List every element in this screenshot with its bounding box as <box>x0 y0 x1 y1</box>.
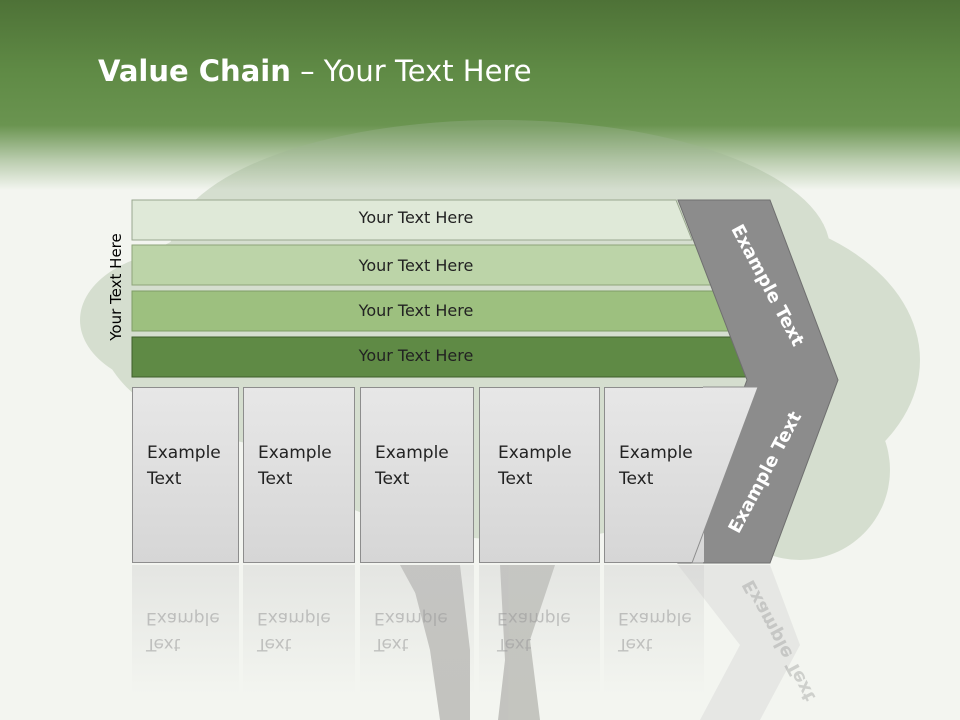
box-5-reflection: Text Example <box>604 565 704 695</box>
box-5-reflection-text: Text Example <box>618 605 692 657</box>
box-2-reflection-line1: Example <box>257 608 331 628</box>
box-3-line2: Text <box>375 469 410 489</box>
box-4-reflection: Text Example <box>479 565 600 695</box>
row-label-4: Your Text Here <box>358 346 474 365</box>
page-title: Value Chain – Your Text Here <box>98 54 532 88</box>
box-4-reflection-line1: Example <box>497 608 571 628</box>
chevron-reflection <box>678 565 800 720</box>
row-label-1: Your Text Here <box>358 208 474 227</box>
row-1-shape <box>131 199 693 241</box>
box-4-reflection-text: Text Example <box>497 605 571 657</box>
box-3-line1: Example <box>375 443 449 463</box>
box-4-reflection-line2: Text <box>497 634 532 654</box>
header-band <box>0 0 960 190</box>
row-label-2: Your Text Here <box>358 256 474 275</box>
box-3-reflection-text: Text Example <box>374 605 448 657</box>
box-3-reflection-line2: Text <box>374 634 409 654</box>
box-5-line1: Example <box>619 443 693 463</box>
title-bold: Value Chain <box>98 54 291 88</box>
box-3-reflection: Text Example <box>360 565 474 695</box>
box-2-line2: Text <box>258 469 293 489</box>
box-2-reflection-line2: Text <box>257 634 292 654</box>
box-1-reflection-line1: Example <box>146 608 220 628</box>
box-3-reflection-line1: Example <box>374 608 448 628</box>
title-rest: – Your Text Here <box>290 54 532 88</box>
box-5-reflection-line2: Text <box>618 634 653 654</box>
row-label-3: Your Text Here <box>358 301 474 320</box>
box-2-line1: Example <box>258 443 332 463</box>
box-2-reflection-text: Text Example <box>257 605 331 657</box>
box-2-reflection: Text Example <box>243 565 355 695</box>
box-5-reflection-line1: Example <box>618 608 692 628</box>
box-4-line2: Text <box>498 469 533 489</box>
box-1-line2: Text <box>147 469 182 489</box>
box-4-line1: Example <box>498 443 572 463</box>
box-1-reflection-text: Text Example <box>146 605 220 657</box>
box-5-line2: Text <box>619 469 654 489</box>
box-1-reflection-line2: Text <box>146 634 181 654</box>
box-1-line1: Example <box>147 443 221 463</box>
box-1-reflection: Text Example <box>132 565 239 695</box>
